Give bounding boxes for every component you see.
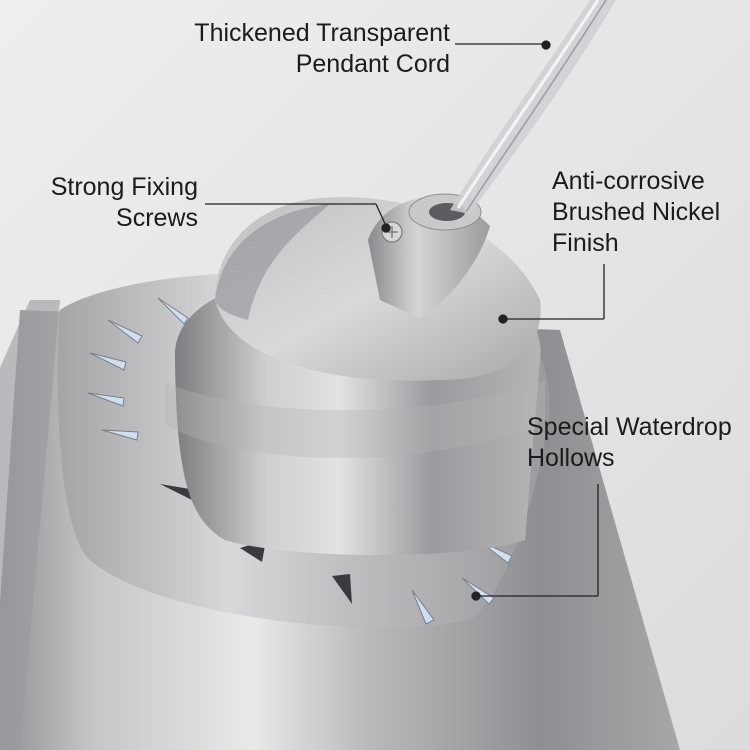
callout-nickel-finish-line2: Brushed Nickel bbox=[552, 198, 721, 226]
callout-waterdrop-hollows-line1: Special Waterdrop bbox=[527, 413, 732, 441]
callout-fixing-screws: Strong Fixing Screws bbox=[18, 172, 198, 234]
callout-pendant-cord: Thickened Transparent Pendant Cord bbox=[150, 18, 450, 80]
callout-pendant-cord-line2: Pendant Cord bbox=[295, 50, 450, 78]
callout-waterdrop-hollows-line2: Hollows bbox=[527, 444, 615, 472]
callout-nickel-finish-line1: Anti-corrosive bbox=[552, 167, 705, 195]
callout-waterdrop-hollows: Special Waterdrop Hollows bbox=[527, 412, 749, 474]
transparent-cord bbox=[450, 0, 616, 214]
callout-nickel-finish: Anti-corrosive Brushed Nickel Finish bbox=[552, 166, 747, 259]
callout-nickel-finish-line3: Finish bbox=[552, 229, 619, 257]
callout-lines bbox=[205, 40, 605, 601]
callout-pendant-cord-line1: Thickened Transparent bbox=[194, 19, 450, 47]
callout-fixing-screws-line2: Screws bbox=[116, 204, 198, 232]
callout-fixing-screws-line1: Strong Fixing bbox=[50, 173, 198, 201]
